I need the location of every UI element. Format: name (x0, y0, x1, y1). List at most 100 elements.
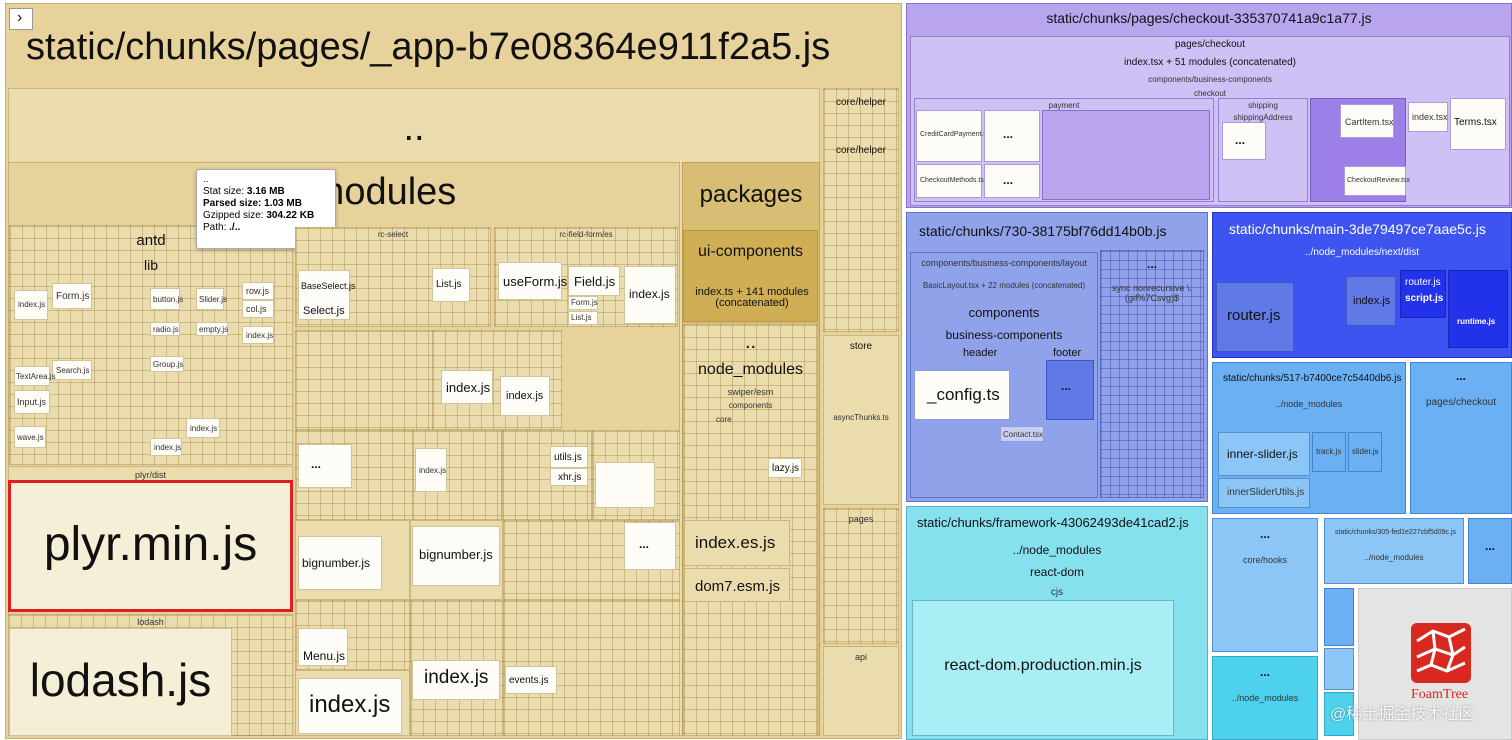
script-file[interactable]: script.js router.js (1400, 270, 1446, 318)
config-file[interactable]: _config.ts (914, 370, 1010, 420)
dots-chunk-small-1[interactable]: ... pages/checkout (1410, 362, 1512, 514)
index-file-es[interactable]: index.js (500, 376, 550, 416)
footer-items[interactable]: ... (1046, 360, 1094, 420)
base-select-file[interactable]: BaseSelect.js Select.js (298, 270, 356, 320)
index-file-field[interactable]: index.js (624, 266, 676, 324)
list-file-2[interactable]: List.js (568, 311, 598, 325)
slider-file[interactable]: slider.js (1348, 432, 1382, 472)
menu-file[interactable]: Menu.js (298, 628, 348, 666)
lodash-dir-label: lodash (137, 617, 164, 627)
checkout-review-file[interactable]: CheckoutReview.tsx (1344, 166, 1410, 196)
checkout-methods-file[interactable]: CheckoutMethods.tsx (916, 164, 987, 198)
events-folder[interactable] (503, 600, 680, 736)
inner-slider-utils-file[interactable]: innerSliderUtils.js (1218, 478, 1310, 508)
form-file[interactable]: Form.js (568, 296, 598, 310)
core-helper-folder[interactable]: core/helper core/helper (823, 88, 899, 332)
dotdot-label: .. (403, 107, 425, 149)
bignumber-file-2[interactable]: bignumber.js (412, 526, 500, 586)
terms-file[interactable]: Terms.tsx (1450, 98, 1506, 150)
antd-file-form[interactable]: Form.js (52, 283, 92, 309)
ctrl-module-folder[interactable] (412, 430, 502, 520)
plyr-dist-label: plyr/dist (134, 470, 166, 480)
router-file[interactable]: router.js (1216, 282, 1294, 352)
tooltip-stat: Stat size: 3.16 MB (203, 186, 285, 197)
antd-file-wave[interactable]: wave.js (14, 426, 46, 448)
dots-file-babel[interactable]: ... (298, 444, 352, 488)
core-hooks-chunk[interactable]: ... core/hooks (1212, 518, 1318, 652)
index-tsx-file[interactable]: index.tsx (1408, 102, 1448, 132)
main-chunk-title: static/chunks/main-3de79497ce7aae5c.js (1229, 221, 1486, 237)
events-file[interactable]: events.js (505, 666, 557, 694)
antd-file-textarea[interactable]: TextArea.js (14, 366, 56, 386)
dots-file-payment[interactable]: ... (984, 110, 1040, 162)
small-chunk-b[interactable] (1324, 648, 1354, 690)
dots-chunk-small-3[interactable]: ... ../node_modules (1212, 656, 1318, 740)
chunk-305-tile[interactable]: static/chunks/305-fed1e227cbf5d09c.js ..… (1324, 518, 1464, 584)
payment-items[interactable] (1042, 110, 1210, 200)
antd-file-index3[interactable]: index.js (150, 438, 182, 456)
dom7-folder[interactable]: dom7.esm.js (684, 568, 790, 602)
plyr-min-file[interactable]: plyr.min.js (8, 480, 293, 612)
antd-file-search[interactable]: Search.js (52, 360, 92, 380)
tooltip-parsed: Parsed size: 1.03 MB (203, 198, 302, 209)
antd-file-group[interactable]: Group.js (150, 356, 184, 372)
antd-file-index2[interactable]: index.js (242, 326, 274, 344)
lib-label: lib (143, 257, 158, 273)
antd-file-empty[interactable]: empty.js (196, 322, 228, 336)
small-chunk-a[interactable] (1324, 588, 1354, 646)
antd-file-index[interactable]: index.js (14, 290, 48, 320)
dots-file-misc[interactable]: ... (624, 522, 676, 570)
runtime-file[interactable]: runtime.js (1448, 270, 1508, 348)
store-folder[interactable]: store asyncThunks.ts (823, 335, 899, 505)
dots-file-payment-2[interactable]: ... (984, 164, 1040, 198)
async-thunks-label: asyncThunks.ts (833, 413, 889, 422)
ui-components-folder[interactable]: ui-components index.ts + 141 modules (co… (683, 230, 818, 322)
field-file[interactable]: Field.js (568, 266, 620, 296)
redux-toolkit-file[interactable] (595, 462, 655, 508)
use-form-file[interactable]: useForm.js (498, 262, 567, 300)
bignumber-file-1[interactable]: bignumber.js (298, 536, 382, 590)
antd-folder[interactable]: antd lib (9, 225, 293, 465)
dots-file-shipping[interactable]: ... (1222, 122, 1266, 160)
react-dom-production-file[interactable]: react-dom.production.min.js (912, 600, 1174, 736)
utils-file[interactable]: utils.js (550, 446, 588, 468)
sync-folder[interactable]: ... sync nonrecursive \.(gif%7Csvg)$ (1100, 250, 1204, 498)
api-label: api (854, 652, 867, 662)
framework-chunk-title: static/chunks/framework-43062493de41cad2… (917, 515, 1189, 530)
lodash-file[interactable]: lodash.js (9, 628, 232, 736)
inner-slider-file[interactable]: inner-slider.js (1218, 432, 1310, 476)
index-file-ctrl[interactable]: index.js (415, 448, 447, 492)
xhr-file[interactable]: xhr.js (550, 468, 588, 486)
pages-folder[interactable]: pages (823, 508, 899, 644)
index-file-big-2[interactable]: index.js (412, 660, 500, 700)
list-file[interactable]: List.js (432, 268, 470, 302)
antd-file-index4[interactable]: index.js (186, 418, 220, 438)
dots-chunk-small-2[interactable]: ... (1468, 518, 1512, 584)
index-es-folder-pkg[interactable]: index.es.js (684, 520, 790, 566)
index-file-trigger[interactable]: index.js (441, 370, 493, 404)
track-file[interactable]: track.js (1312, 432, 1346, 472)
lazy-file[interactable]: lazy.js (768, 458, 802, 478)
antd-file-row[interactable]: row.js (242, 282, 274, 300)
main-index-file[interactable]: index.js (1346, 276, 1396, 326)
contact-file[interactable]: Contact.tsx (1000, 426, 1044, 442)
cart-item-file[interactable]: CartItem.tsx (1340, 104, 1394, 138)
tooltip-path: Path: ./.. (203, 222, 241, 233)
index-es-label: index.es.js (695, 533, 776, 552)
core-label: core (716, 415, 732, 424)
antd-file-radio[interactable]: radio.js (150, 322, 180, 336)
index-file-big[interactable]: index.js (298, 678, 402, 734)
index-ts-141-label: index.ts + 141 modules (concatenated) (695, 286, 809, 309)
sidebar-toggle-button[interactable]: › (9, 8, 33, 30)
credit-card-file[interactable]: CreditCardPayment.tsx (916, 110, 992, 162)
antd-file-input[interactable]: Input.js (14, 390, 50, 414)
api-folder[interactable]: api (823, 646, 899, 736)
foamtree-logo-icon (1411, 623, 1471, 683)
small-chunk-c[interactable] (1324, 692, 1354, 736)
antd-file-col[interactable]: col.js (242, 300, 274, 318)
tooltip-title: .. (203, 174, 209, 185)
lodash-label: lodash.js (29, 654, 212, 706)
antd-file-button[interactable]: button.js (150, 288, 183, 310)
checkout-chunk-title: static/chunks/pages/checkout-335370741a9… (1046, 10, 1372, 26)
antd-file-slider[interactable]: Slider.js (196, 288, 227, 310)
